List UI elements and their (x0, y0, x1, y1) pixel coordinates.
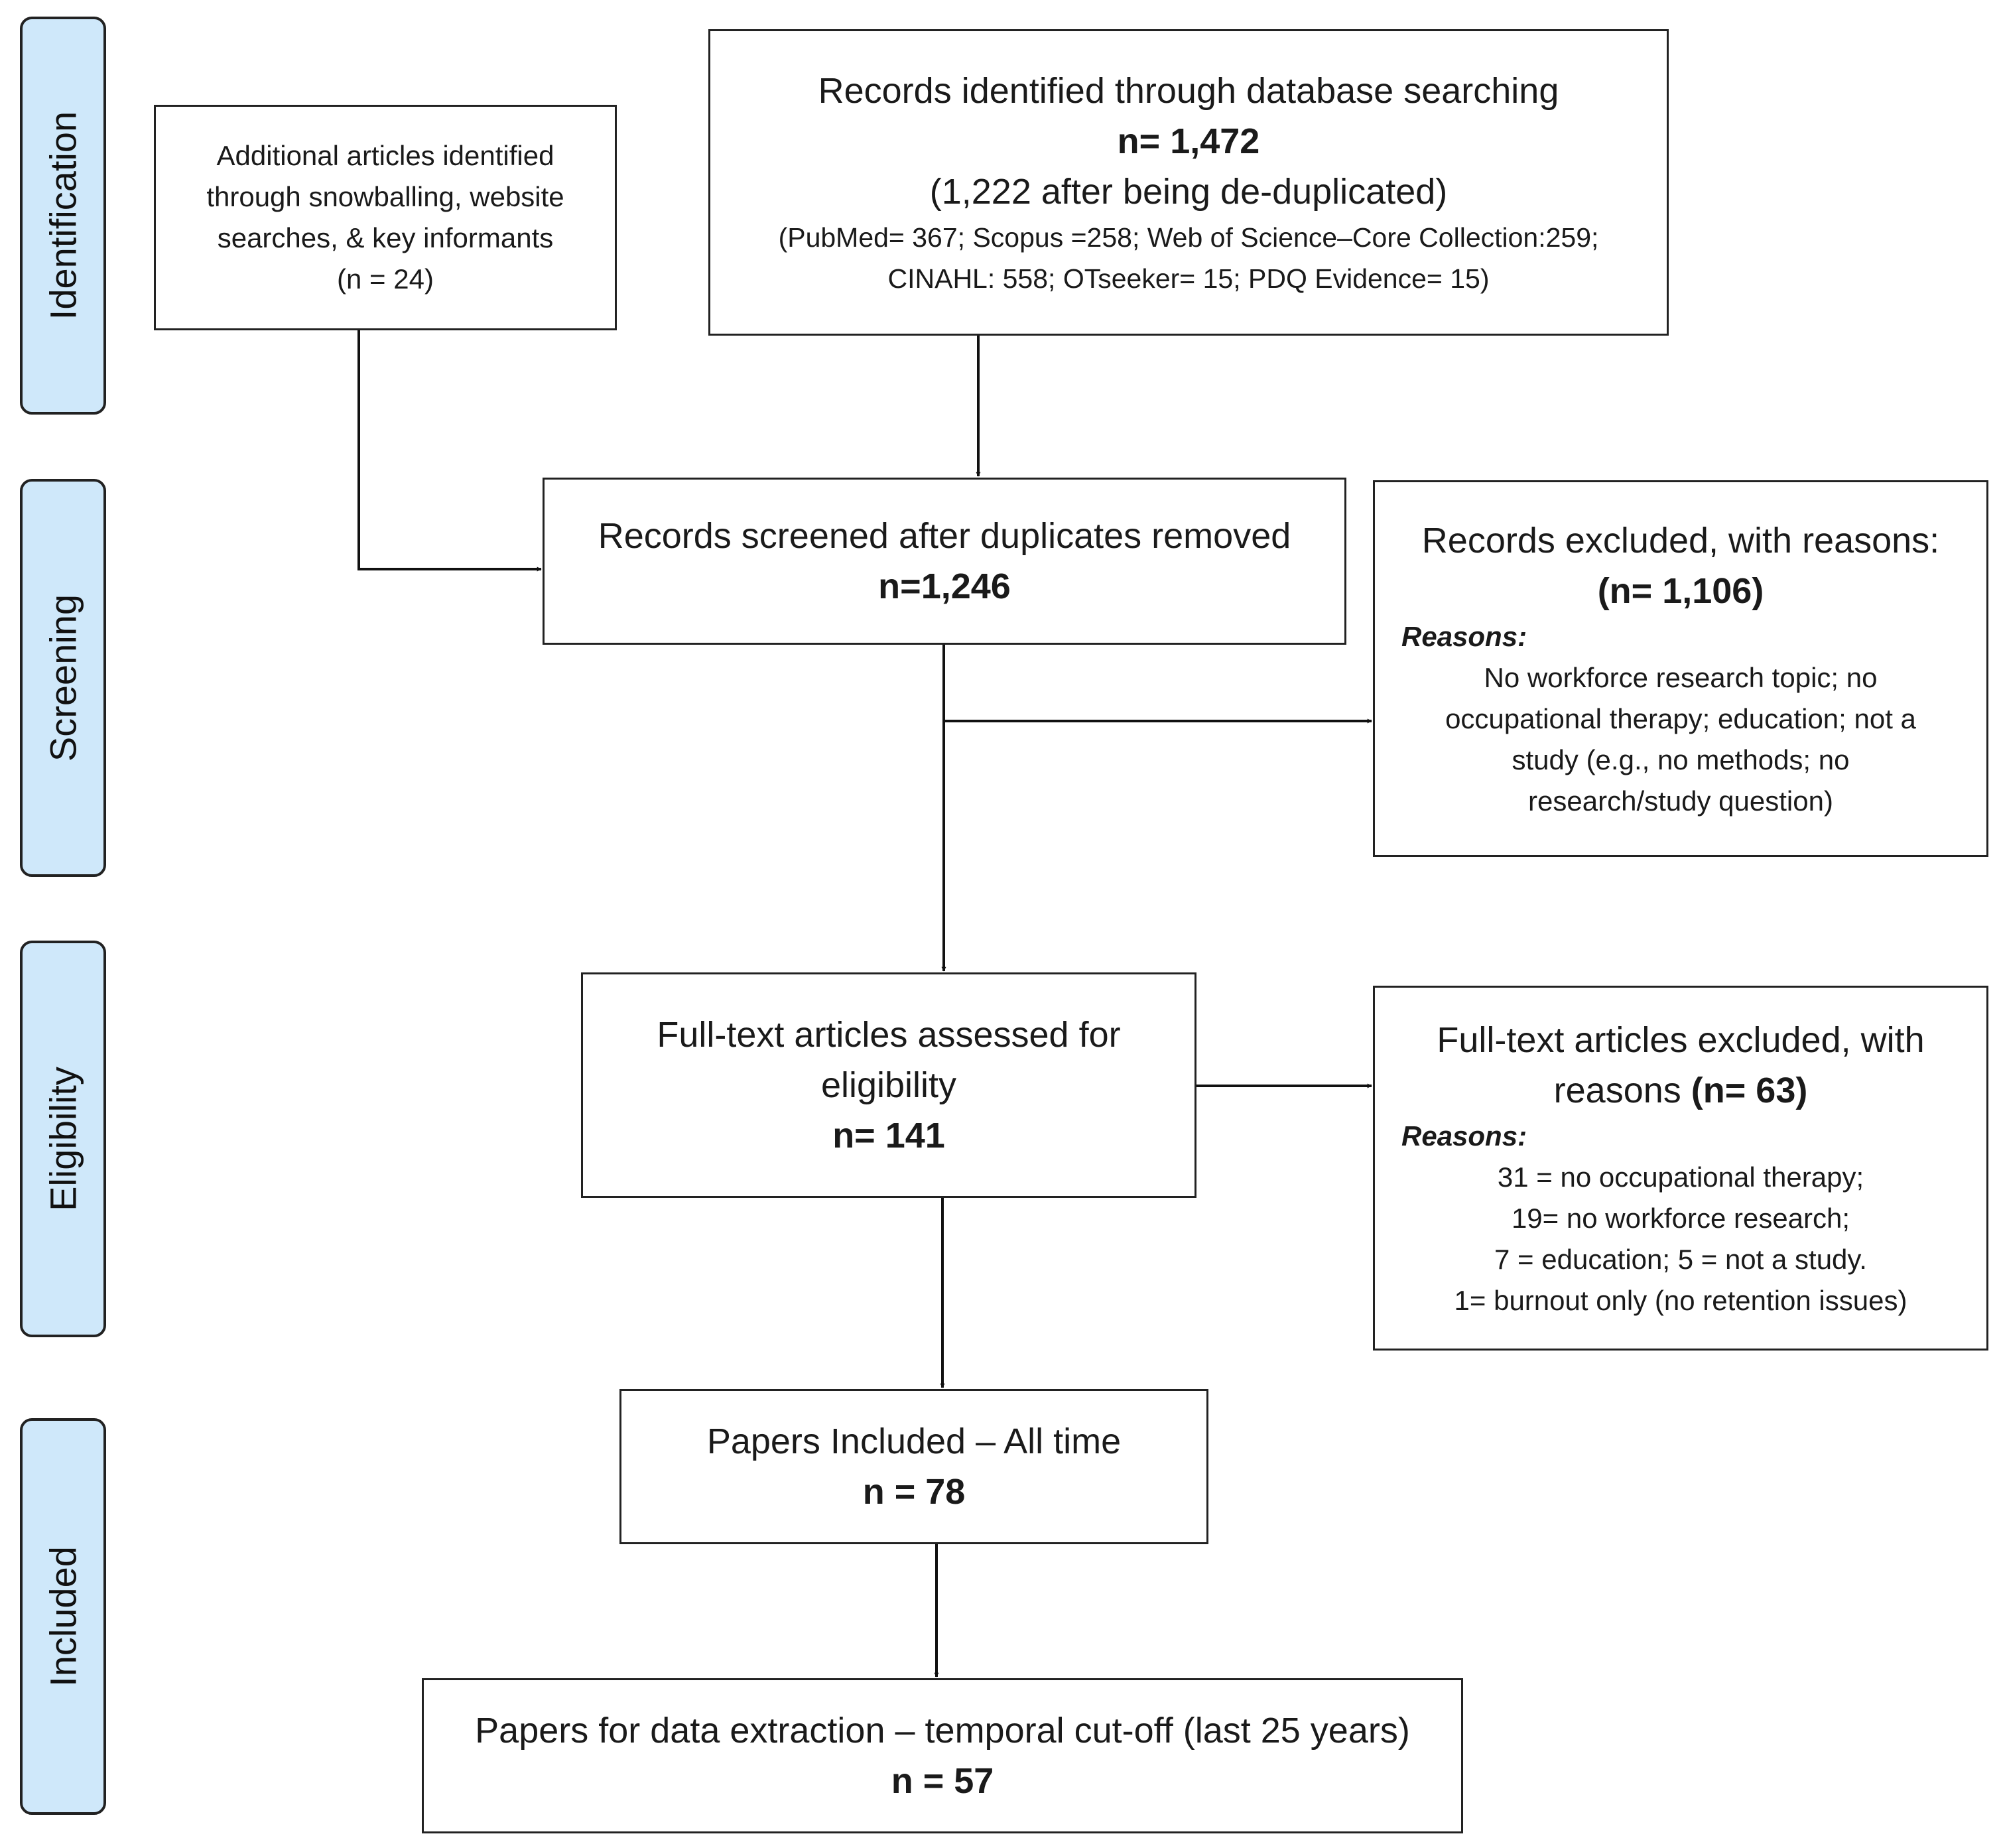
fulltext-excluded-count: (n= 63) (1691, 1071, 1808, 1110)
included-title: Papers Included – All time (706, 1421, 1122, 1461)
excluded-records-reason-line4: research/study question) (1528, 785, 1833, 817)
data-extraction-box: Papers for data extraction – temporal cu… (422, 1678, 1463, 1833)
records-screened-box: Records screened after duplicates remove… (543, 478, 1346, 645)
fulltext-assessed-box: Full-text articles assessed for eligibil… (581, 972, 1196, 1198)
database-records-box: Records identified through database sear… (708, 29, 1669, 336)
additional-line3: searches, & key informants (217, 222, 554, 253)
excluded-records-reason-line2: occupational therapy; education; not a (1445, 703, 1916, 734)
phase-included: Included (20, 1418, 106, 1815)
arrow-additional-to-screened (357, 330, 542, 572)
fulltext-excluded-line1: Full-text articles excluded, with (1437, 1020, 1925, 1060)
database-count: n= 1,472 (1117, 121, 1260, 161)
fulltext-excluded-line2: reasons (n= 63) (1554, 1065, 1808, 1116)
excluded-records-count: (n= 1,106) (1597, 571, 1764, 611)
excluded-records-reason-line1: No workforce research topic; no (1484, 662, 1878, 693)
included-count: n = 78 (862, 1472, 966, 1512)
excluded-records-title: Records excluded, with reasons: (1421, 521, 1940, 561)
excluded-records-reasons-label: Reasons: (1401, 621, 1527, 652)
extraction-count: n = 57 (891, 1761, 994, 1801)
database-sources-line2: CINAHL: 558; OTseeker= 15; PDQ Evidence=… (887, 263, 1490, 294)
fulltext-line1: Full-text articles assessed for (657, 1015, 1121, 1055)
additional-line1: Additional articles identified (216, 140, 554, 171)
fulltext-line2: eligibility (820, 1065, 957, 1105)
papers-included-box: Papers Included – All time n = 78 (619, 1389, 1208, 1544)
excluded-records-reason-line3: study (e.g., no methods; no (1512, 744, 1850, 775)
fulltext-excluded-reason3: 7 = education; 5 = not a study. (1494, 1244, 1867, 1275)
fulltext-excluded-reason1: 31 = no occupational therapy; (1497, 1161, 1864, 1193)
phase-eligibility: Eligibility (20, 941, 106, 1337)
additional-count: (n = 24) (337, 263, 434, 295)
database-dedup: (1,222 after being de-duplicated) (929, 172, 1448, 212)
fulltext-excluded-box: Full-text articles excluded, with reason… (1373, 986, 1988, 1351)
extraction-title: Papers for data extraction – temporal cu… (475, 1711, 1410, 1750)
fulltext-excluded-reason2: 19= no workforce research; (1511, 1203, 1850, 1234)
screened-title: Records screened after duplicates remove… (598, 516, 1291, 556)
fulltext-excluded-reasons-label: Reasons: (1401, 1120, 1527, 1152)
phase-identification: Identification (20, 17, 106, 415)
fulltext-count: n= 141 (832, 1116, 945, 1155)
screened-count: n=1,246 (878, 566, 1011, 606)
additional-articles-box: Additional articles identified through s… (154, 105, 617, 330)
fulltext-excluded-line2-prefix: reasons (1553, 1071, 1691, 1110)
database-sources-line1: (PubMed= 367; Scopus =258; Web of Scienc… (778, 222, 1599, 253)
additional-line2: through snowballing, website (206, 181, 564, 212)
database-title: Records identified through database sear… (818, 71, 1559, 111)
phase-screening: Screening (20, 479, 106, 877)
records-excluded-box: Records excluded, with reasons: (n= 1,10… (1373, 480, 1988, 857)
fulltext-excluded-reason4: 1= burnout only (no retention issues) (1454, 1285, 1907, 1316)
